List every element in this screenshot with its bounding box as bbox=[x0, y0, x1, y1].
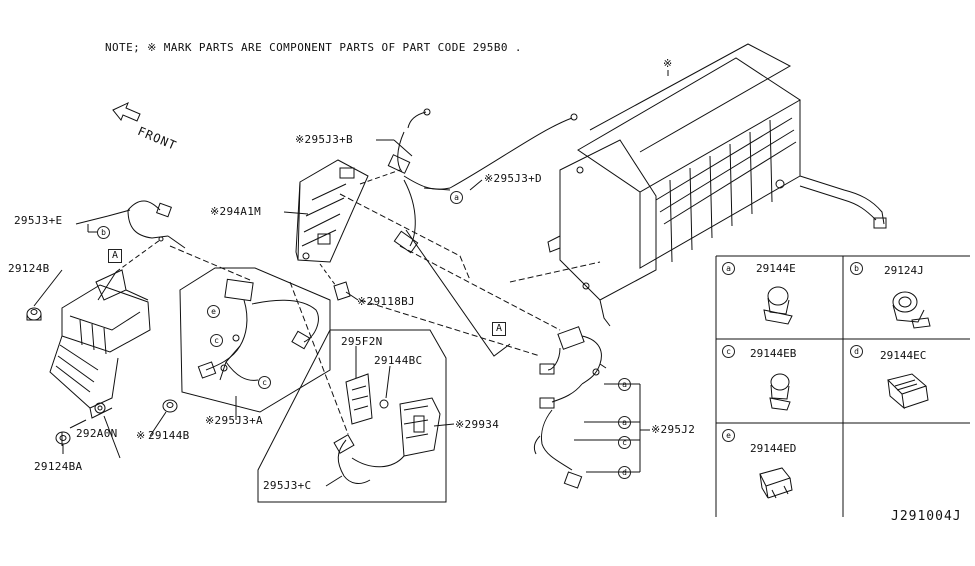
callout-29124B: 29124B bbox=[8, 262, 50, 275]
note-text: NOTE; ※ MARK PARTS ARE COMPONENT PARTS O… bbox=[105, 41, 522, 54]
leader-lines bbox=[33, 70, 669, 487]
harness-295J3A bbox=[197, 278, 319, 381]
battery-pack bbox=[547, 43, 887, 327]
callout-29124BA: 29124BA bbox=[34, 460, 83, 473]
callout-29118BJ: ※29118BJ bbox=[357, 295, 415, 308]
callout-29144B-mark: ※ bbox=[136, 429, 146, 442]
callout-295J3E: 295J3+E bbox=[14, 214, 63, 227]
clip-29144EC-icon bbox=[887, 373, 929, 410]
ref-circle-d: d bbox=[618, 466, 631, 479]
clip-29144EB-icon bbox=[769, 373, 791, 411]
ref-circle-c: c bbox=[210, 334, 223, 347]
frame-295J3A bbox=[179, 267, 331, 413]
nut-29144B-icon bbox=[162, 399, 178, 413]
junction-block-294A1M bbox=[295, 159, 369, 263]
callout-295J3B: ※295J3+B bbox=[295, 133, 353, 146]
leader-dashed bbox=[359, 169, 401, 185]
frame-29934 bbox=[257, 329, 447, 503]
leader-dashed bbox=[289, 281, 349, 435]
clip-29144E-icon bbox=[763, 286, 793, 325]
leader-dashed bbox=[115, 239, 161, 273]
diagram-code: J291004J bbox=[891, 509, 962, 524]
reference-box-A: A bbox=[108, 249, 122, 263]
ref-circle-b: b bbox=[97, 226, 110, 239]
ref-circle-a: a bbox=[618, 416, 631, 429]
callout-29144BC: 29144BC bbox=[374, 354, 423, 367]
leader-dashed bbox=[339, 193, 471, 281]
leader-dashed bbox=[359, 299, 541, 357]
controller-box-292A0N bbox=[49, 269, 151, 419]
legend-grid bbox=[715, 255, 970, 517]
callout-295J3D: ※295J3+D bbox=[484, 172, 542, 185]
harness-295J3B bbox=[387, 108, 578, 254]
leader bbox=[97, 271, 117, 301]
callout-295J2: ※295J2 bbox=[651, 423, 696, 436]
bracket-295J2 bbox=[574, 383, 650, 473]
bracket-29934 bbox=[379, 397, 441, 457]
ref-circle-a: a bbox=[450, 191, 463, 204]
callout-292A0N: 292A0N bbox=[76, 427, 118, 440]
harness-295J3E bbox=[127, 200, 186, 249]
washer-29124BA-icon bbox=[55, 431, 71, 454]
front-arrow-icon bbox=[112, 102, 141, 122]
leader-dashed bbox=[509, 261, 601, 283]
callout-294A1M: ※294A1M bbox=[210, 205, 262, 218]
callout-295J3A: ※295J3+A bbox=[205, 414, 263, 427]
reference-box-A: A bbox=[492, 322, 506, 336]
callout-295F2N: 295F2N bbox=[341, 335, 383, 348]
frame-line bbox=[405, 229, 511, 357]
legend-code-b: 29124J bbox=[884, 264, 924, 277]
callout-29144B: 29144B bbox=[148, 429, 190, 442]
legend-code-c: 29144EB bbox=[750, 347, 797, 360]
leader-dashed bbox=[399, 245, 561, 331]
clip-29118BJ-icon bbox=[319, 263, 351, 301]
legend-code-a: 29144E bbox=[756, 262, 796, 275]
connector-295F2N bbox=[345, 373, 373, 425]
ref-circle-c: c bbox=[618, 436, 631, 449]
leader-dashed bbox=[169, 245, 251, 281]
clip-29124J-icon bbox=[892, 291, 931, 329]
nut-29124B-icon bbox=[26, 307, 42, 321]
callout-295J3C: 295J3+C bbox=[263, 479, 312, 492]
harness-295J2 bbox=[533, 326, 607, 489]
ref-circle-c: c bbox=[258, 376, 271, 389]
legend-letter-e: e bbox=[722, 429, 735, 442]
legend-code-d: 29144EC bbox=[880, 349, 927, 362]
clip-29144ED-icon bbox=[759, 467, 793, 499]
harness-295J3C bbox=[333, 434, 405, 484]
legend-letter-a: a bbox=[722, 262, 735, 275]
ref-circle-a: a bbox=[618, 378, 631, 391]
legend-letter-d: d bbox=[850, 345, 863, 358]
callout-battery-mark: ※ bbox=[663, 57, 673, 70]
callout-29934: ※29934 bbox=[455, 418, 500, 431]
legend-letter-b: b bbox=[850, 262, 863, 275]
ref-circle-e: e bbox=[207, 305, 220, 318]
legend-letter-c: c bbox=[722, 345, 735, 358]
legend-code-e: 29144ED bbox=[750, 442, 797, 455]
